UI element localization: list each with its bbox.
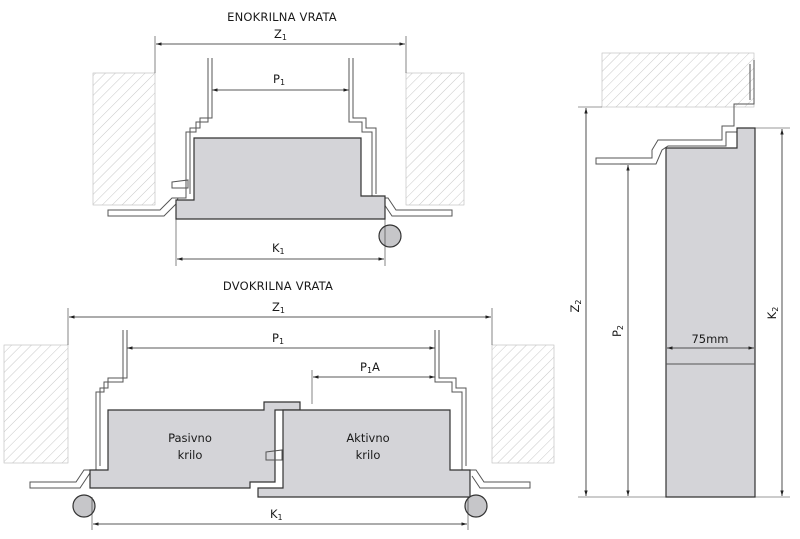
double-hinge-left (72, 494, 96, 518)
single-z1-label: Z1 (274, 27, 287, 42)
vertical-section: 75mm Z2 P2 K2 (568, 52, 790, 498)
double-frame-left-inner (99, 330, 128, 466)
k2-label: K2 (765, 307, 780, 320)
double-z1-label: Z1 (272, 300, 285, 315)
double-wall-left (3, 344, 69, 464)
single-wall-right (405, 72, 465, 206)
double-door-section: DVOKRILNA VRATA Z1 P1 P1A Pasivno krilo … (3, 279, 555, 530)
vertical-wall-top (601, 52, 755, 108)
single-door-title: ENOKRILNA VRATA (227, 10, 337, 24)
active-leaf-label-1: Aktivno (346, 431, 389, 445)
passive-leaf-label-1: Pasivno (168, 431, 212, 445)
double-hinge-right (464, 494, 488, 518)
single-hinge (378, 224, 402, 248)
single-p1-label: P1 (273, 72, 285, 87)
single-door-section: ENOKRILNA VRATA Z1 P1 K1 (92, 10, 465, 266)
passive-leaf-label-2: krilo (178, 448, 203, 462)
single-k1-label: K1 (272, 241, 285, 256)
double-p1a-label: P1A (360, 360, 380, 375)
single-frame-left-inner (189, 58, 213, 194)
p2-label: P2 (610, 325, 625, 337)
double-p1-label: P1 (272, 331, 284, 346)
active-leaf-label-2: krilo (356, 448, 381, 462)
single-door-leaf (175, 137, 386, 220)
double-wall-right (491, 344, 555, 464)
passive-leaf (89, 401, 301, 489)
double-door-title: DVOKRILNA VRATA (223, 279, 333, 293)
single-frame-right-inner (352, 58, 377, 194)
double-frame-left (29, 330, 124, 489)
double-center-latch (265, 449, 283, 461)
single-wall-left (92, 72, 156, 206)
thickness-label: 75mm (691, 332, 728, 346)
vertical-frame-profile (595, 60, 755, 165)
single-latch (171, 179, 189, 189)
single-frame-left (107, 58, 209, 217)
vertical-door-leaf (665, 127, 756, 498)
z2-label: Z2 (568, 300, 583, 313)
double-frame-right-inner (438, 330, 467, 466)
double-k1-label: K1 (270, 507, 283, 522)
